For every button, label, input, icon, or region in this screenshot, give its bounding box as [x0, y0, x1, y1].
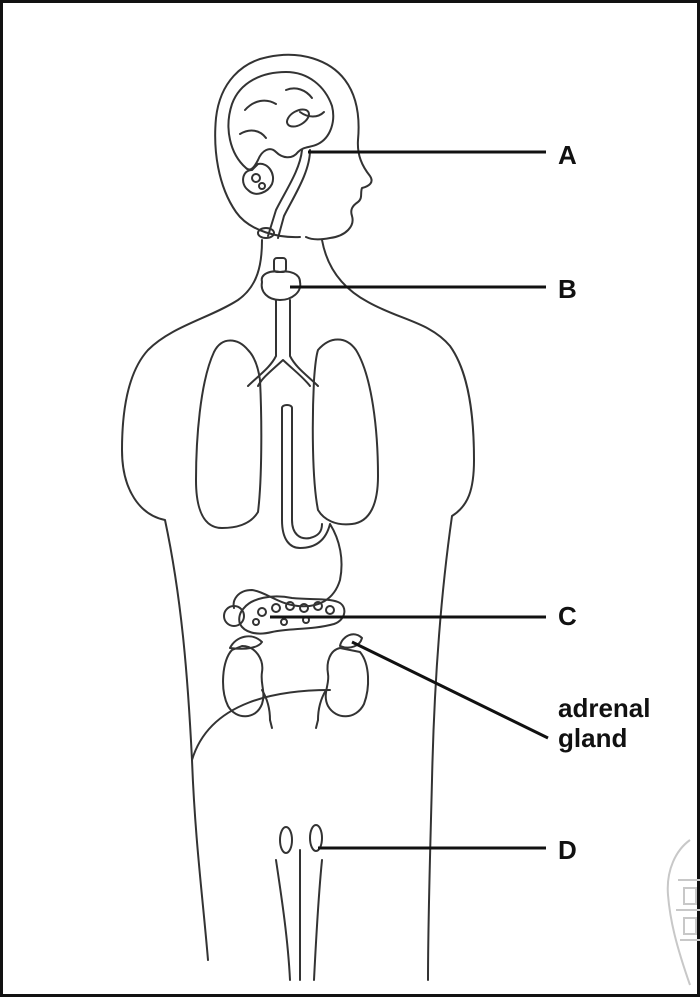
right-lung: [313, 340, 378, 525]
brain-stem: [268, 150, 310, 238]
label-b: B: [558, 275, 577, 305]
label-adrenal-line2: gland: [558, 724, 651, 754]
gonad-left: [280, 827, 292, 853]
label-a: A: [558, 141, 577, 171]
esophagus: [282, 405, 292, 520]
pituitary-shape: [284, 106, 312, 130]
watermark-emblem: [668, 840, 700, 985]
label-adrenal-line1: adrenal: [558, 694, 651, 724]
leader-line-adrenal: [352, 642, 548, 738]
label-adrenal-gland: adrenal gland: [558, 694, 651, 754]
label-d: D: [558, 836, 577, 866]
body-outline-left: [122, 240, 262, 960]
head-outline: [215, 55, 371, 240]
left-lung: [196, 341, 261, 529]
right-kidney: [326, 648, 368, 716]
stomach: [234, 520, 342, 608]
label-c: C: [558, 602, 577, 632]
brain-outline: [228, 72, 333, 170]
